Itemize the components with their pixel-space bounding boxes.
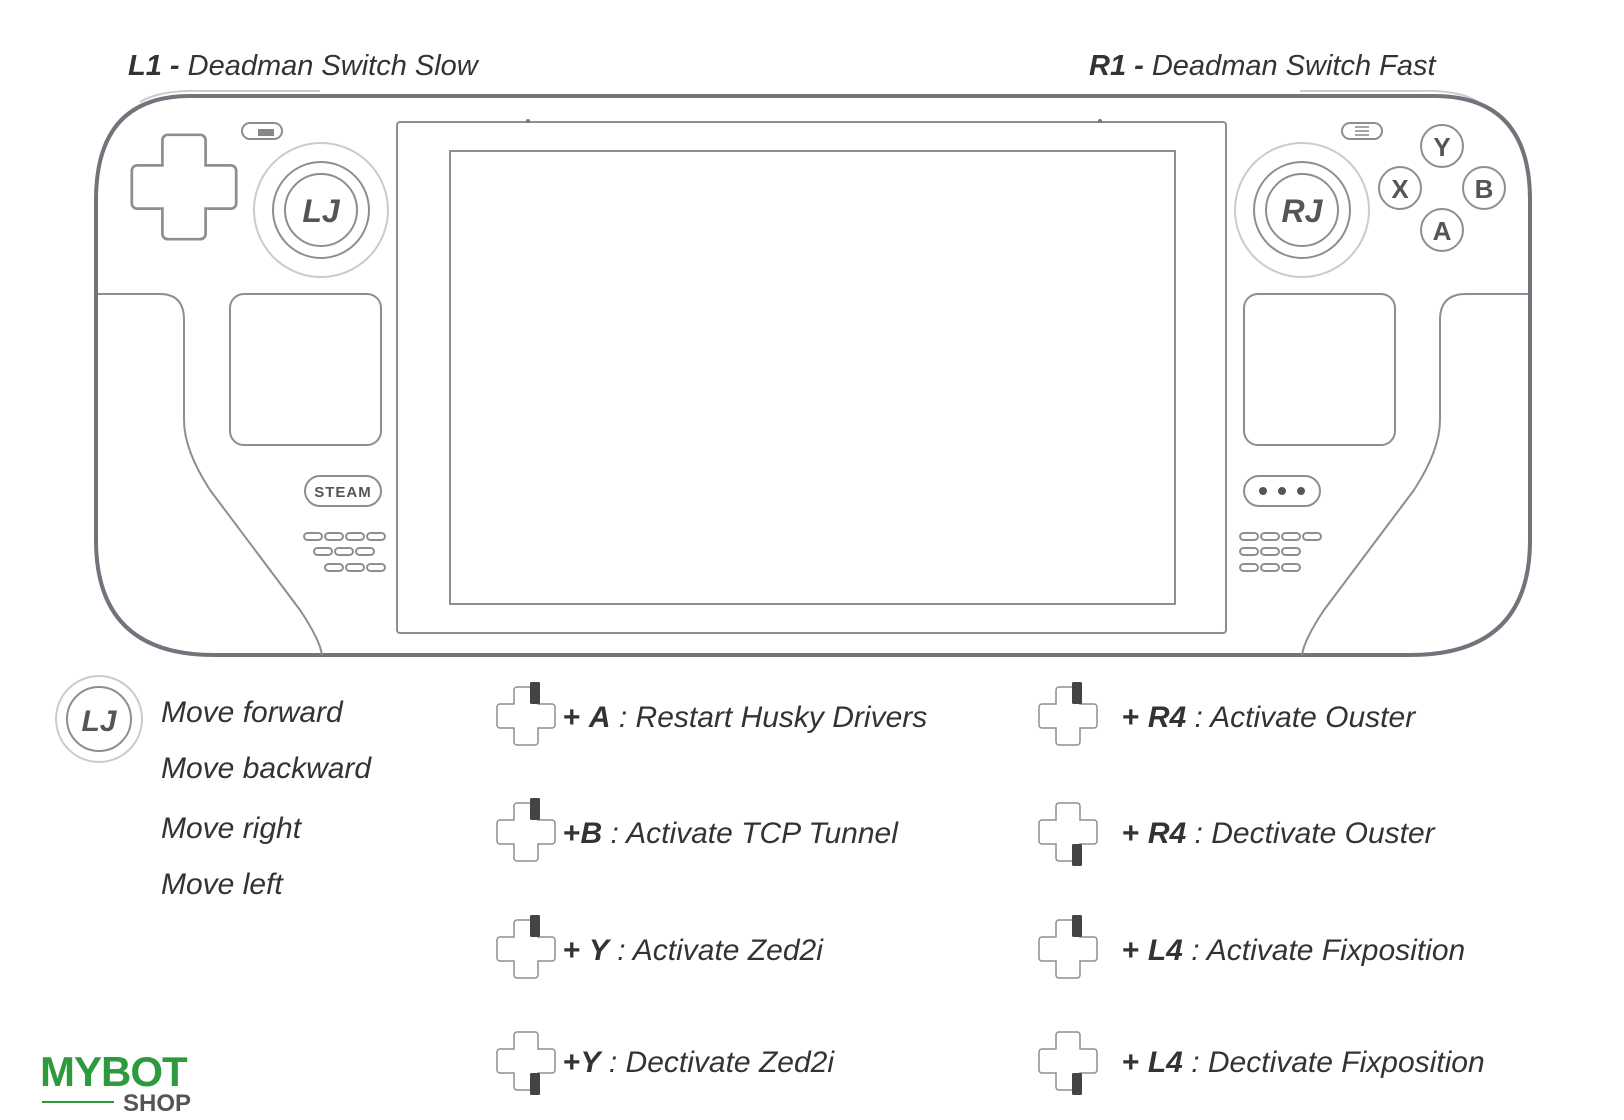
- svg-text:RJ: RJ: [1282, 193, 1324, 229]
- svg-text:X: X: [1391, 174, 1409, 204]
- right-trackpad: [1243, 293, 1396, 446]
- svg-text:STEAM: STEAM: [314, 484, 372, 501]
- command-label: + R4 : Activate Ouster: [1122, 701, 1416, 734]
- r1-label: R1 - Deadman Switch Fast: [1089, 50, 1437, 82]
- command-label: +Y : Dectivate Zed2i: [563, 1046, 835, 1079]
- move-backward-label: Move backward: [161, 752, 372, 785]
- left-grip: [98, 293, 323, 656]
- menu-button: [1341, 122, 1383, 140]
- move-forward-label: Move forward: [161, 696, 344, 729]
- dpad-up-icon: [1038, 915, 1098, 979]
- quick-access-button: [1243, 475, 1321, 507]
- svg-text:MYBOT: MYBOT: [40, 1048, 188, 1095]
- steam-button: STEAM: [304, 475, 382, 507]
- move-right-label: Move right: [161, 812, 303, 845]
- y-button: Y: [1420, 124, 1464, 168]
- dpad-up-icon: [496, 682, 556, 746]
- left-speaker: [303, 532, 386, 572]
- lj-icon: LJ: [55, 675, 143, 763]
- dpad-up-icon: [496, 798, 556, 862]
- svg-text:SHOP: SHOP: [123, 1090, 191, 1117]
- dpad-up-icon: [496, 915, 556, 979]
- screen: [449, 150, 1176, 605]
- screen-bezel: [396, 121, 1227, 634]
- command-row: + Y : Activate Zed2i: [496, 915, 824, 979]
- command-row: + L4 : Dectivate Fixposition: [1038, 1031, 1485, 1095]
- b-button: B: [1462, 166, 1506, 210]
- command-label: + Y : Activate Zed2i: [563, 934, 824, 967]
- steam-deck-device: LJ RJ Y X B A STEAM: [94, 89, 1532, 657]
- dpad-down-icon: [1038, 802, 1098, 866]
- dpad-down-icon: [496, 1031, 556, 1095]
- left-trackpad: [229, 293, 382, 446]
- command-label: +B : Activate TCP Tunnel: [563, 817, 899, 850]
- left-joystick: LJ: [253, 142, 389, 278]
- l1-bumper: [139, 89, 320, 103]
- command-label: + L4 : Dectivate Fixposition: [1122, 1046, 1485, 1079]
- command-label: + R4 : Dectivate Ouster: [1122, 817, 1436, 850]
- right-grip: [1301, 293, 1528, 656]
- a-button: A: [1420, 208, 1464, 252]
- right-joystick: RJ: [1234, 142, 1370, 278]
- svg-text:B: B: [1475, 174, 1494, 204]
- command-row: + R4 : Activate Ouster: [1038, 682, 1416, 746]
- command-row: +Y : Dectivate Zed2i: [496, 1031, 835, 1095]
- l1-label: L1 - Deadman Switch Slow: [128, 50, 480, 82]
- device-outline: [94, 94, 1532, 657]
- joystick-legend: LJ Move forward Move backward Move right…: [55, 675, 372, 901]
- right-speaker: [1239, 532, 1322, 572]
- svg-text:A: A: [1433, 216, 1452, 246]
- command-row: + R4 : Dectivate Ouster: [1038, 802, 1436, 866]
- command-list: + A : Restart Husky Drivers +B : Activate…: [496, 682, 1485, 1095]
- svg-text:LJ: LJ: [302, 193, 341, 229]
- dpad-down-icon: [1038, 1031, 1098, 1095]
- dpad-up-icon: [1038, 682, 1098, 746]
- command-row: +B : Activate TCP Tunnel: [496, 798, 899, 862]
- command-label: + A : Restart Husky Drivers: [563, 701, 927, 734]
- x-button: X: [1378, 166, 1422, 210]
- move-left-label: Move left: [161, 868, 284, 901]
- command-label: + L4 : Activate Fixposition: [1122, 934, 1465, 967]
- view-button: [241, 122, 283, 140]
- command-row: + L4 : Activate Fixposition: [1038, 915, 1465, 979]
- svg-text:Y: Y: [1433, 132, 1450, 162]
- mybot-shop-logo: MYBOT SHOP: [40, 1048, 191, 1117]
- command-row: + A : Restart Husky Drivers: [496, 682, 927, 746]
- dpad: [130, 133, 238, 241]
- svg-text:LJ: LJ: [81, 705, 117, 738]
